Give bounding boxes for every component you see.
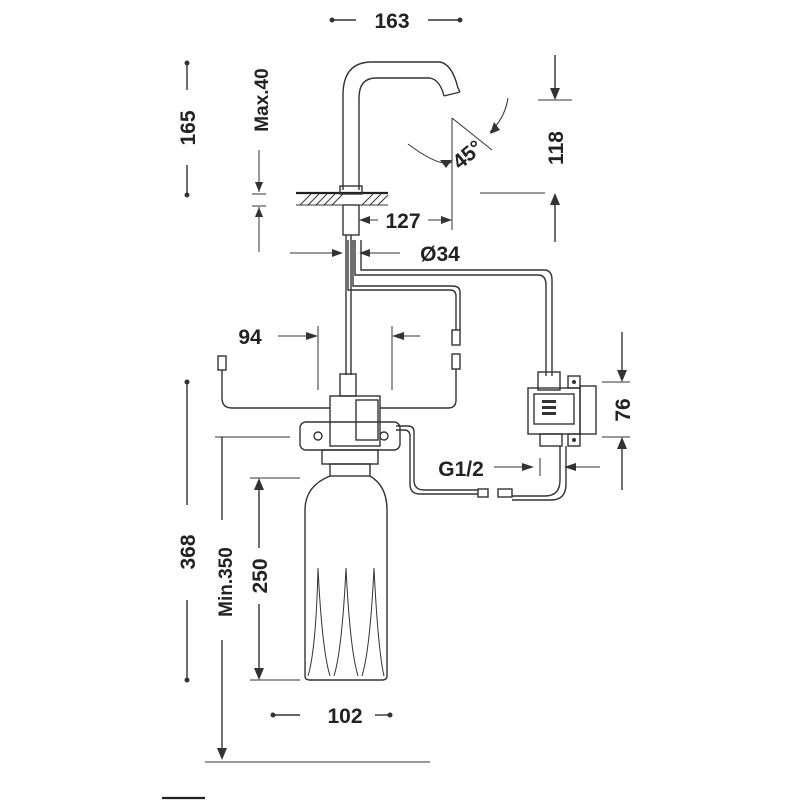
dim-label-spout-reach: 127 [385,210,420,233]
dim-label-offset: 94 [238,326,262,349]
dim-label-top-width: 163 [374,10,409,33]
dim-offset: 94 [238,326,420,390]
soap-bottle [304,463,388,681]
dim-label-diameter: Ø34 [420,243,460,266]
dim-lower-height: 368 [177,379,200,683]
dim-label-max-deck: Max.40 [252,68,273,131]
dim-diameter: Ø34 [290,243,460,266]
control-box [477,371,597,501]
dim-spout-reach: 127 [359,210,452,233]
dim-top-width: 163 [329,10,463,33]
sensor-cables [217,240,553,409]
dim-label-min-clearance: Min.350 [216,547,237,617]
dim-label-spout-height: 118 [545,131,568,165]
dim-label-box-height: 76 [612,398,635,421]
dim-label-bottle-width: 102 [327,705,362,728]
dim-label-upper-height: 165 [177,110,200,145]
dim-label-lower-height: 368 [177,534,200,569]
dim-bottle-height: 250 [249,477,300,681]
dim-min-clearance: Min.350 [205,436,430,763]
dim-spout-angle: 45° [407,97,509,230]
dim-thread: G1/2 [438,458,600,481]
dim-spout-height: 118 [538,55,572,242]
dim-label-bottle-height: 250 [249,558,272,593]
dim-label-thread: G1/2 [438,458,484,481]
dim-box-height: 76 [602,332,635,490]
dim-upper-height: 165 [177,60,200,198]
dim-max-deck: Max.40 [252,68,273,252]
dim-bottle-width: 102 [270,705,393,728]
pump-valve-body [299,373,478,495]
countertop [296,191,545,206]
faucet-spout [339,61,461,375]
